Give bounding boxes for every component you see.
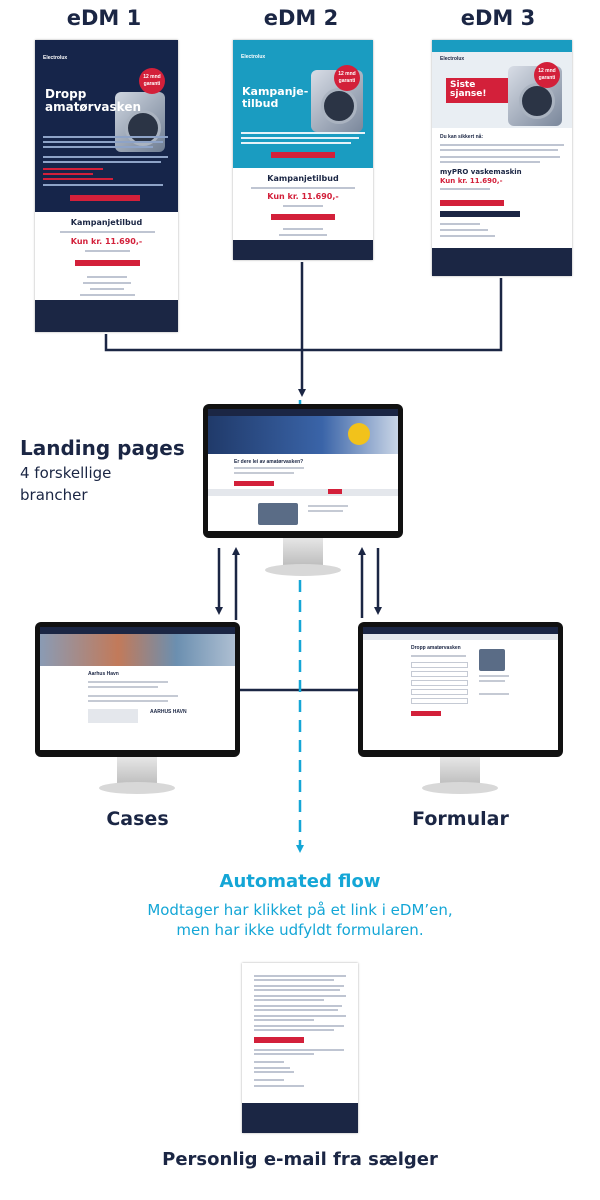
formular-monitor: Dropp amatørvasken: [358, 622, 563, 802]
aarhus-havn-logo: AARHUS HAVN: [150, 709, 187, 715]
edm-3-contact-button[interactable]: [440, 211, 520, 217]
cases-page-screenshot: Aarhus Havn AARHUS HAVN: [40, 627, 235, 750]
edm-3-intro: Du kan sikkert nå:: [440, 134, 484, 140]
edm-bus-line: [104, 278, 503, 352]
personal-email-label: Personlig e-mail fra sælger: [162, 1149, 438, 1170]
landing-subtitle-1: 4 forskellige: [20, 464, 112, 482]
edm-2-headline: Kampanje-tilbud: [242, 85, 309, 110]
formular-page-screenshot: Dropp amatørvasken: [363, 627, 558, 750]
edm-3-footer: [432, 248, 572, 276]
edm-3-email: Electrolux 12 mnd garanti Siste sjanse! …: [432, 40, 572, 276]
edm-2-footer: [233, 240, 373, 260]
personal-email-cta-button[interactable]: [254, 1037, 304, 1043]
personal-email-footer: [242, 1103, 358, 1133]
edm-2-cta-button[interactable]: [271, 152, 335, 158]
automated-flow-line-1: Modtager har klikket på et link i eDM’en…: [147, 901, 453, 919]
edm-1-order-button[interactable]: [75, 260, 140, 266]
edm-1-cta-button[interactable]: [70, 195, 140, 201]
edm-2-title: eDM 2: [263, 6, 339, 30]
landing-subtitle-2: brancher: [20, 486, 88, 504]
edm-1-logo: Electrolux: [43, 55, 68, 61]
edm-1-title: eDM 1: [66, 6, 142, 30]
edm-3-headline: Siste sjanse!: [446, 78, 508, 103]
edm-3-title: eDM 3: [460, 6, 536, 30]
automated-flow-title: Automated flow: [219, 871, 381, 892]
edm-3-logo: Electrolux: [440, 56, 465, 62]
personal-email: [242, 963, 358, 1133]
edm-2-logo: Electrolux: [241, 54, 266, 60]
edm-2-email: Electrolux 12 mnd garanti Kampanje-tilbu…: [233, 40, 373, 260]
edm-1-warranty-badge: 12 mnd garanti: [139, 68, 165, 94]
edm-2-price: Kun kr. 11.690,-: [267, 192, 339, 201]
edm-1-price: Kun kr. 11.690,-: [70, 237, 143, 246]
cases-page-heading: Aarhus Havn: [88, 671, 119, 677]
cases-label: Cases: [106, 808, 169, 830]
edm-1-footer: [35, 300, 178, 332]
edm-2-warranty-badge: 12 mnd garanti: [334, 65, 360, 91]
landing-page-heading: Er dere lei av amatørvasken?: [234, 459, 304, 465]
landing-title: Landing pages: [20, 436, 185, 460]
formular-label: Formular: [412, 808, 509, 830]
edm-3-order-button[interactable]: [440, 200, 504, 206]
edm-3-section-title: myPRO vaskemaskin: [440, 168, 522, 176]
edm-3-price: Kun kr. 11.690,-: [440, 177, 503, 185]
automated-flow-line-2: men har ikke udfyldt formularen.: [176, 921, 424, 939]
edm-1-section-title: Kampanjetilbud: [70, 218, 143, 227]
landing-page-screenshot: Er dere lei av amatørvasken?: [208, 409, 398, 531]
landing-monitor: Er dere lei av amatørvasken?: [203, 404, 403, 584]
formular-page-heading: Dropp amatørvasken: [411, 645, 461, 651]
edm-1-email: Electrolux 12 mnd garanti Dropp amatørva…: [35, 40, 178, 332]
edm-3-warranty-badge: 12 mnd garanti: [534, 62, 560, 88]
cases-monitor: Aarhus Havn AARHUS HAVN: [35, 622, 240, 802]
edm-2-section-title: Kampanjetilbud: [267, 174, 339, 183]
edm-2-order-button[interactable]: [271, 214, 335, 220]
